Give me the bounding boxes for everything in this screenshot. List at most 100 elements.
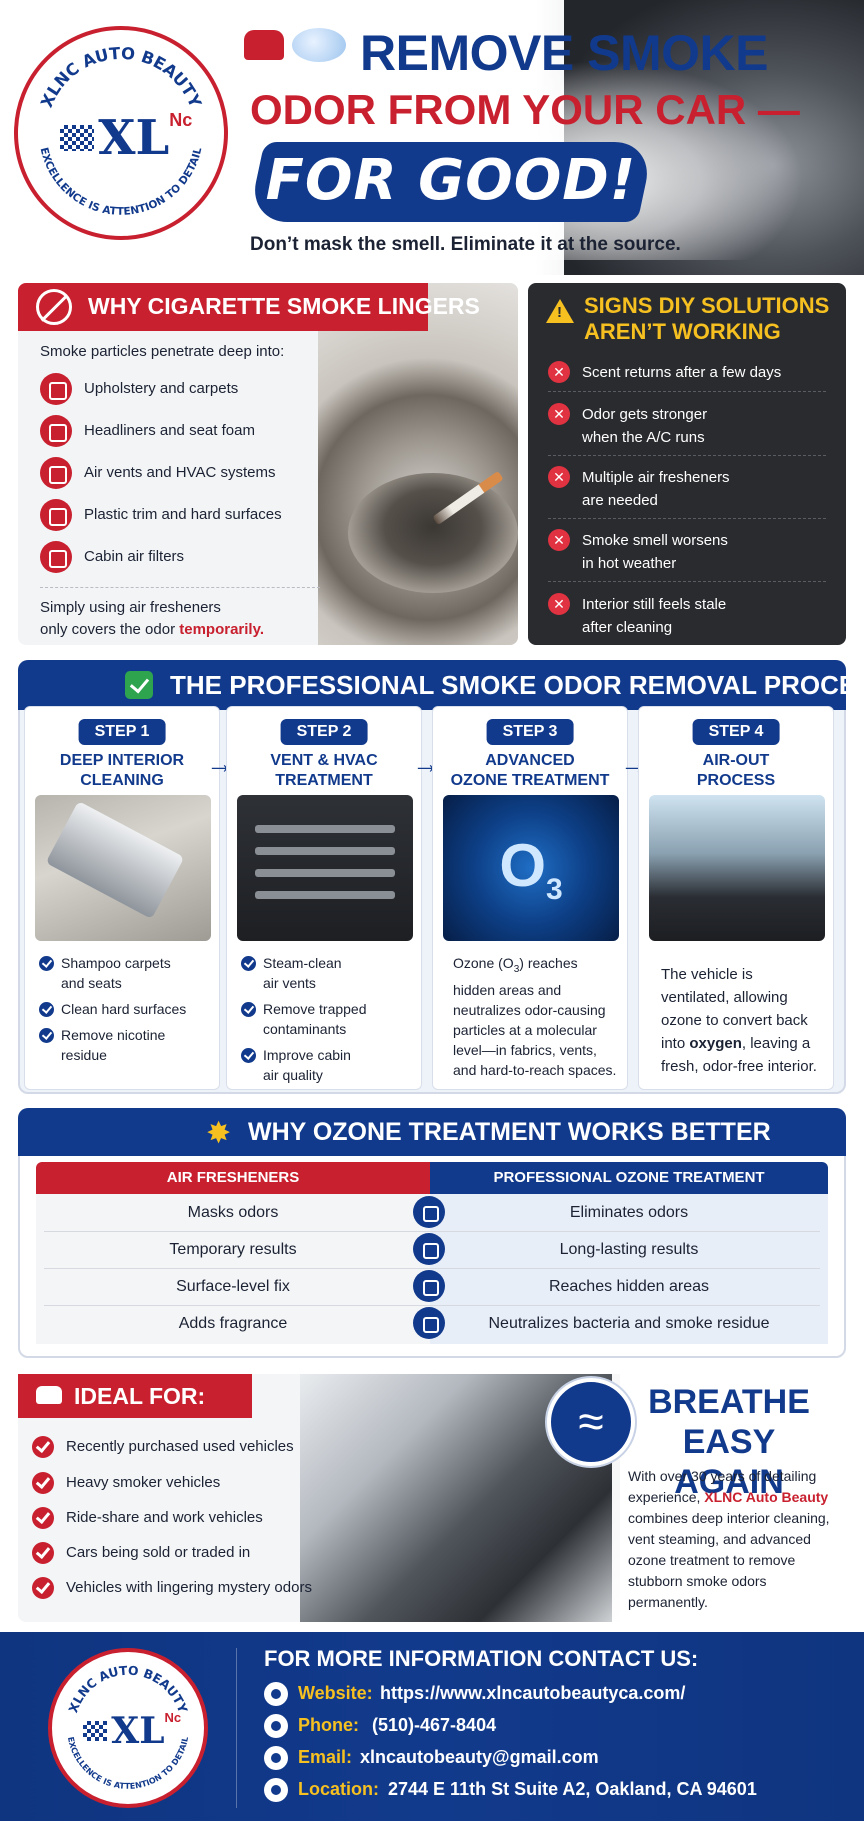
molecule-icon — [413, 1307, 445, 1339]
filter-icon — [40, 541, 72, 573]
check-icon — [241, 1002, 256, 1017]
check-icon — [39, 1002, 54, 1017]
x-icon: ✕ — [548, 403, 570, 425]
x-icon: ✕ — [548, 593, 570, 615]
check-icon — [32, 1577, 54, 1599]
logo-arc-top: XLNC AUTO BEAUTY — [66, 1664, 190, 1716]
svg-text:XLNC AUTO BEAUTY: XLNC AUTO BEAUTY — [37, 44, 205, 111]
seat-icon — [40, 373, 72, 405]
contact-label: Email: — [298, 1747, 353, 1767]
headliner-icon — [40, 415, 72, 447]
check-icon — [241, 956, 256, 971]
phone-link[interactable]: (510)-467-8404 — [372, 1715, 497, 1735]
why-lingers-note: Simply using air fresheners only covers … — [40, 599, 264, 638]
step-label: STEP 1 — [78, 719, 166, 745]
process-title: THE PROFESSIONAL SMOKE ODOR REMOVAL PROC… — [170, 670, 864, 700]
list-item: Plastic trim and hard surfaces — [40, 499, 340, 533]
car-emoji-icon — [244, 30, 284, 60]
tagline: Don’t mask the smell. Eliminate it at th… — [250, 234, 681, 255]
globe-icon — [264, 1682, 288, 1706]
website-link[interactable]: https://www.xlncautobeautyca.com/ — [380, 1683, 686, 1703]
check-icon — [32, 1436, 54, 1458]
check-icon — [32, 1507, 54, 1529]
air-flow-icon — [547, 1378, 635, 1466]
comparison-column-left — [36, 1194, 430, 1344]
table-cell: Neutralizes bacteria and smoke residue — [488, 1315, 770, 1332]
divider — [44, 1305, 820, 1306]
column-header-left: AIR FRESHENERS — [36, 1162, 430, 1194]
logo-arc-top: XLNC AUTO BEAUTY — [37, 44, 205, 111]
divider — [548, 581, 826, 582]
check-icon — [32, 1542, 54, 1564]
vent-icon — [40, 457, 72, 489]
nose-icon — [413, 1196, 445, 1228]
ashtray-image — [348, 473, 518, 593]
car-icon — [36, 1386, 62, 1404]
check-icon — [32, 1472, 54, 1494]
divider — [40, 587, 320, 588]
check-icon — [39, 956, 54, 971]
email-icon — [264, 1746, 288, 1770]
table-cell: Surface-level fix — [176, 1278, 290, 1295]
ozone-symbol: O3 — [499, 832, 563, 906]
logo-arc-text: XLNC AUTO BEAUTY EXCELLENCE IS ATTENTION… — [37, 44, 205, 218]
divider — [236, 1648, 237, 1808]
x-icon: ✕ — [548, 529, 570, 551]
table-cell: Temporary results — [169, 1241, 297, 1258]
step-label: STEP 4 — [692, 719, 780, 745]
email-link[interactable]: xlncautobeauty@gmail.com — [360, 1747, 599, 1767]
list-item: Upholstery and carpets — [40, 373, 340, 407]
carpet-cleaning-image — [35, 795, 211, 941]
table-cell: Masks odors — [187, 1204, 279, 1221]
checkered-flag-icon — [82, 1721, 107, 1741]
breathe-easy-card — [612, 1374, 846, 1622]
ideal-for-title: IDEAL FOR: — [74, 1383, 206, 1409]
table-cell: Reaches hidden areas — [548, 1278, 710, 1295]
ideal-for-header: IDEAL FOR: — [18, 1374, 252, 1418]
step-label: STEP 2 — [280, 719, 368, 745]
logo-mark: XL — [98, 110, 170, 166]
ozone-molecule-image: O3 — [443, 795, 619, 941]
why-lingers-panel: WHY CIGARETTE SMOKE LINGERS Smoke partic… — [18, 283, 518, 645]
x-icon: ✕ — [548, 361, 570, 383]
svg-text:XLNC AUTO BEAUTY: XLNC AUTO BEAUTY — [66, 1664, 190, 1716]
layers-icon — [413, 1270, 445, 1302]
x-icon: ✕ — [548, 466, 570, 488]
contact-title: FOR MORE INFORMATION CONTACT US: — [264, 1646, 699, 1671]
emphasis-text: temporarily. — [179, 621, 264, 638]
smoke-puff-icon — [292, 28, 346, 62]
checkered-flag-icon — [59, 125, 94, 151]
contact-label: Location: — [298, 1779, 379, 1799]
step-description: Ozone (O3) reaches hidden areas and neut… — [453, 955, 617, 1078]
logo-mark: XL — [111, 1710, 165, 1752]
ozone-title: WHY OZONE TREATMENT WORKS BETTER — [248, 1118, 771, 1146]
logo-arc-text: XLNC AUTO BEAUTY EXCELLENCE IS ATTENTION… — [66, 1664, 190, 1791]
brand-name: XLNC Auto Beauty — [704, 1489, 829, 1505]
address-link[interactable]: 2744 E 11th St Suite A2, Oakland, CA 946… — [388, 1779, 757, 1799]
footer-logo[interactable]: XLNC AUTO BEAUTY EXCELLENCE IS ATTENTION… — [48, 1648, 208, 1808]
logo-mark-sup: Nc — [169, 110, 193, 130]
logo[interactable]: XLNC AUTO BEAUTY EXCELLENCE IS ATTENTION… — [14, 26, 228, 240]
divider — [44, 1231, 820, 1232]
why-lingers-title: WHY CIGARETTE SMOKE LINGERS — [88, 293, 480, 319]
check-icon — [125, 671, 153, 699]
no-smoking-icon — [36, 289, 72, 325]
table-cell: Eliminates odors — [569, 1204, 689, 1221]
phone-icon — [264, 1714, 288, 1738]
check-icon — [39, 1028, 54, 1043]
location-pin-icon — [264, 1778, 288, 1802]
logo-mark-sup: Nc — [164, 1710, 182, 1725]
list-item: Headliners and seat foam — [40, 415, 340, 449]
